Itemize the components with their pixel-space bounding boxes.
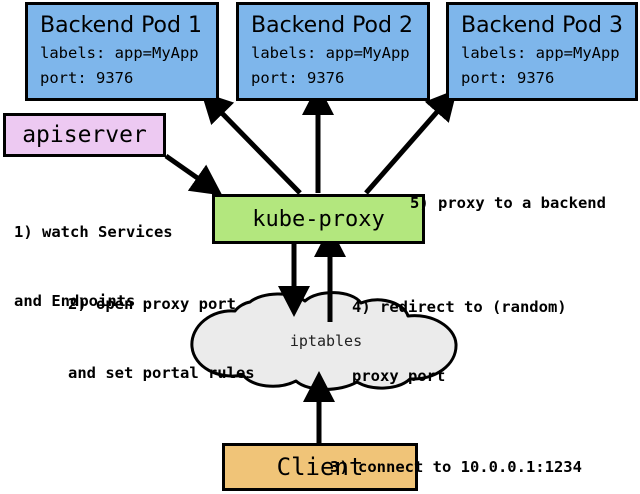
client-box[interactable]: Client — [222, 443, 418, 491]
apiserver-label: apiserver — [22, 122, 147, 148]
backend-pod-3-labels: labels: app=MyApp — [461, 43, 620, 62]
backend-pod-1-labels: labels: app=MyApp — [40, 43, 199, 62]
backend-pod-2-labels: labels: app=MyApp — [251, 43, 410, 62]
kube-proxy-label: kube-proxy — [252, 206, 385, 232]
backend-pod-1-box[interactable]: Backend Pod 1 labels: app=MyApp port: 93… — [25, 2, 219, 101]
step-1-line-2: and Endpoints — [14, 292, 136, 310]
step-3-line-1: 3) connect to 10.0.0.1:1234 — [330, 458, 582, 476]
backend-pod-1-port: port: 9376 — [40, 68, 134, 87]
backend-pod-3-box[interactable]: Backend Pod 3 labels: app=MyApp port: 93… — [446, 2, 638, 101]
step-1-line-1: 1) watch Services — [14, 223, 173, 241]
backend-pod-3-port: port: 9376 — [461, 68, 555, 87]
step-5-label: 5) proxy to a backend — [410, 146, 606, 261]
backend-pod-2-title: Backend Pod 2 — [251, 12, 413, 38]
client-label: Client — [276, 453, 364, 481]
kube-proxy-box[interactable]: kube-proxy — [212, 194, 425, 244]
backend-pod-3-title: Backend Pod 3 — [461, 12, 623, 38]
step-2-label: 2) open proxy port and set portal rules — [68, 247, 255, 431]
iptables-label: iptables — [289, 332, 363, 350]
iptables-cloud[interactable]: iptables — [188, 294, 464, 394]
step-4-line-1: 4) redirect to (random) — [352, 298, 567, 316]
apiserver-box[interactable]: apiserver — [3, 113, 166, 157]
backend-pod-2-port: port: 9376 — [251, 68, 345, 87]
step-4-label: 4) redirect to (random) proxy port — [352, 250, 567, 434]
step-5-line-1: 5) proxy to a backend — [410, 194, 606, 212]
step-1-label: 1) watch Services and Endpoints — [14, 175, 173, 359]
step-2-line-1: 2) open proxy port — [68, 295, 236, 313]
step-4-line-2: proxy port — [352, 367, 446, 385]
backend-pod-2-box[interactable]: Backend Pod 2 labels: app=MyApp port: 93… — [236, 2, 430, 101]
step-2-line-2: and set portal rules — [68, 364, 255, 382]
step-3-label: 3) connect to 10.0.0.1:1234 — [330, 410, 582, 494]
backend-pod-1-title: Backend Pod 1 — [40, 12, 202, 38]
edge-kubeproxy-to-pod-1 — [201, 91, 302, 195]
